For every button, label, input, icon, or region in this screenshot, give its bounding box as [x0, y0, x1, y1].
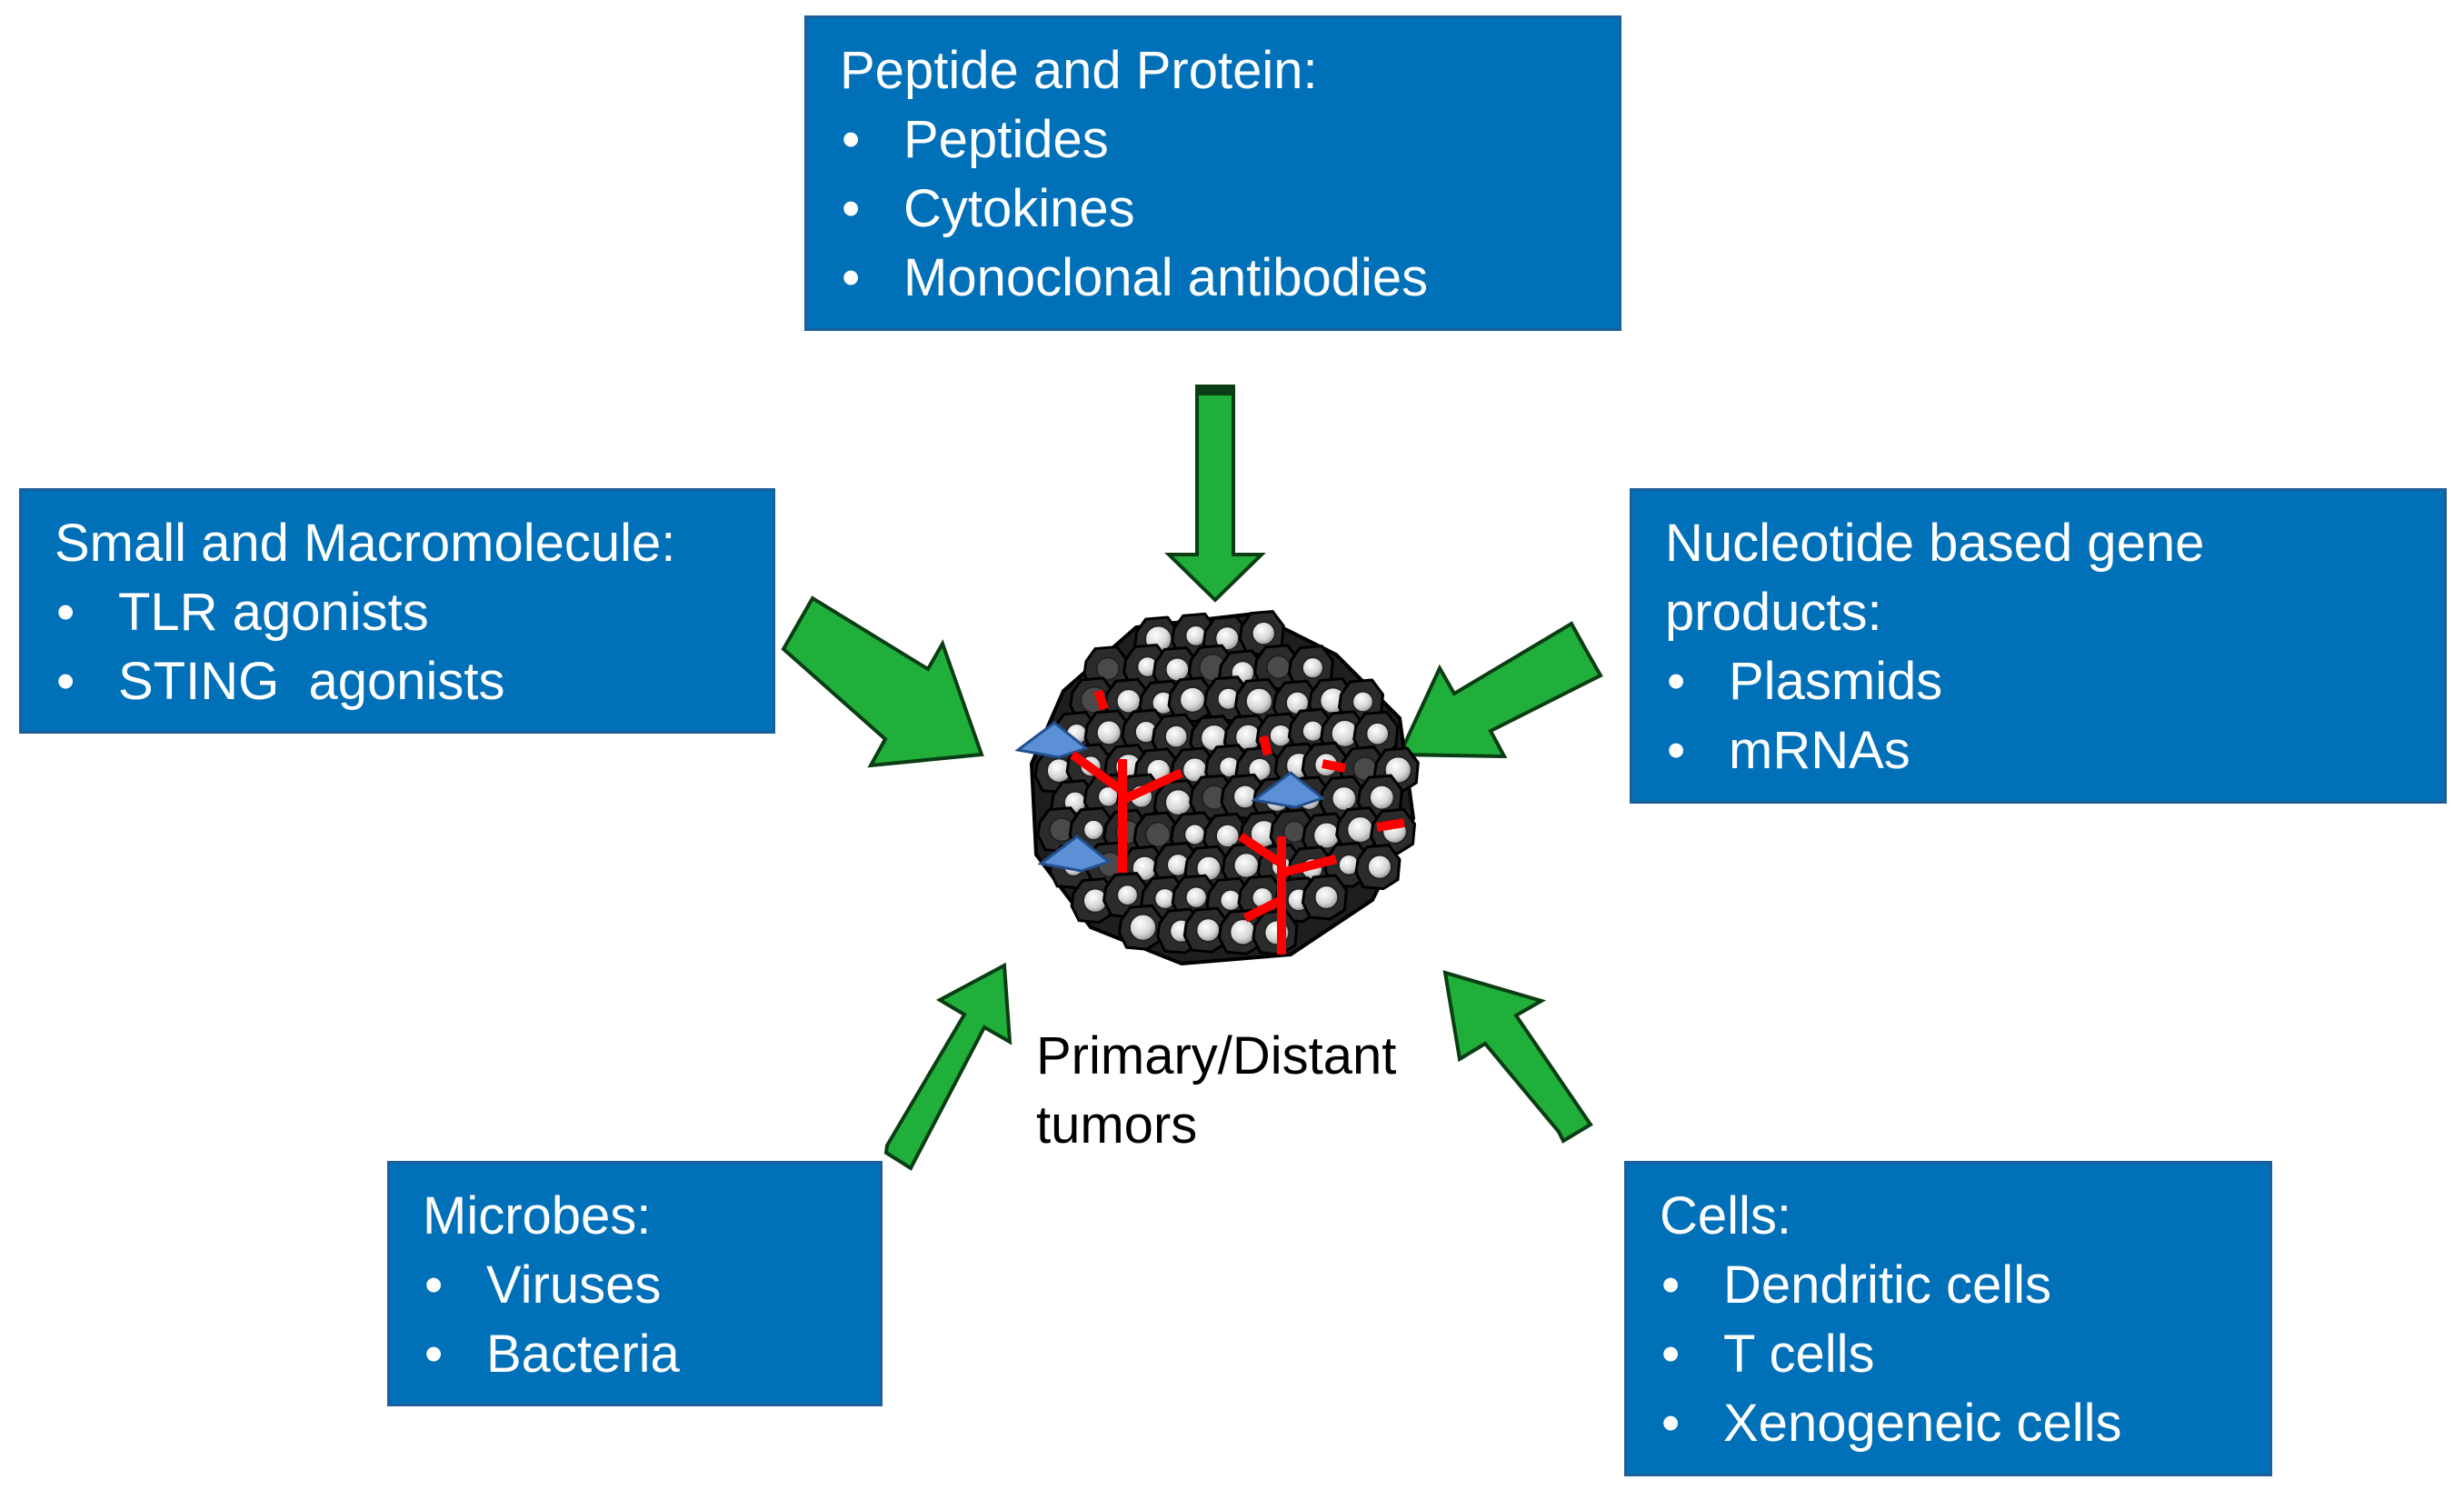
cells-title: Cells:: [1660, 1186, 1792, 1245]
list-item: TLR agonists: [55, 578, 740, 647]
list-item: Monoclonal antibodies: [840, 244, 1586, 313]
microbes-list: Viruses Bacteria: [423, 1251, 847, 1389]
small-macromolecule-box: Small and Macromolecule: TLR agonists ST…: [19, 488, 775, 734]
list-item: Xenogeneic cells: [1660, 1389, 2237, 1458]
arrow-from-small-molecule: [781, 595, 984, 768]
microbes-box: Microbes: Viruses Bacteria: [387, 1161, 883, 1406]
arrow-from-cells: [1442, 970, 1593, 1144]
list-item: Peptides: [840, 105, 1586, 175]
tumor-label-line2: tumors: [1036, 1095, 1198, 1155]
list-item: T cells: [1660, 1320, 2237, 1389]
microbes-title: Microbes:: [423, 1186, 652, 1245]
tumor-label-line1: Primary/Distant: [1036, 1026, 1397, 1085]
nucleotide-list: Plasmids mRNAs: [1665, 647, 2411, 785]
tumor-cluster-icon: [1014, 610, 1420, 966]
arrow-from-peptide: [1164, 385, 1266, 603]
arrow-from-nucleotide: [1396, 621, 1603, 759]
tumor-label: Primary/Distant tumors: [1036, 1022, 1396, 1160]
nucleotide-title-line1: Nucleotide based gene: [1665, 514, 2205, 573]
small-macromolecule-title: Small and Macromolecule:: [55, 514, 676, 573]
list-item: Cytokines: [840, 175, 1586, 244]
list-item: STING agonists: [55, 647, 740, 716]
cells-box: Cells: Dendritic cells T cells Xenogenei…: [1624, 1161, 2272, 1476]
list-item: mRNAs: [1665, 716, 2411, 785]
list-item: Plasmids: [1665, 647, 2411, 716]
list-item: Dendritic cells: [1660, 1251, 2237, 1320]
cells-list: Dendritic cells T cells Xenogeneic cells: [1660, 1251, 2237, 1458]
list-item: Bacteria: [423, 1320, 847, 1389]
nucleotide-gene-products-box: Nucleotide based gene products: Plasmids…: [1630, 488, 2447, 804]
peptide-protein-box: Peptide and Protein: Peptides Cytokines …: [804, 15, 1621, 331]
small-macromolecule-list: TLR agonists STING agonists: [55, 578, 740, 716]
list-item: Viruses: [423, 1251, 847, 1320]
peptide-protein-list: Peptides Cytokines Monoclonal antibodies: [840, 105, 1586, 313]
arrow-from-microbes: [883, 962, 1013, 1171]
peptide-protein-title: Peptide and Protein:: [840, 41, 1318, 100]
nucleotide-title-line2: products:: [1665, 583, 1882, 642]
